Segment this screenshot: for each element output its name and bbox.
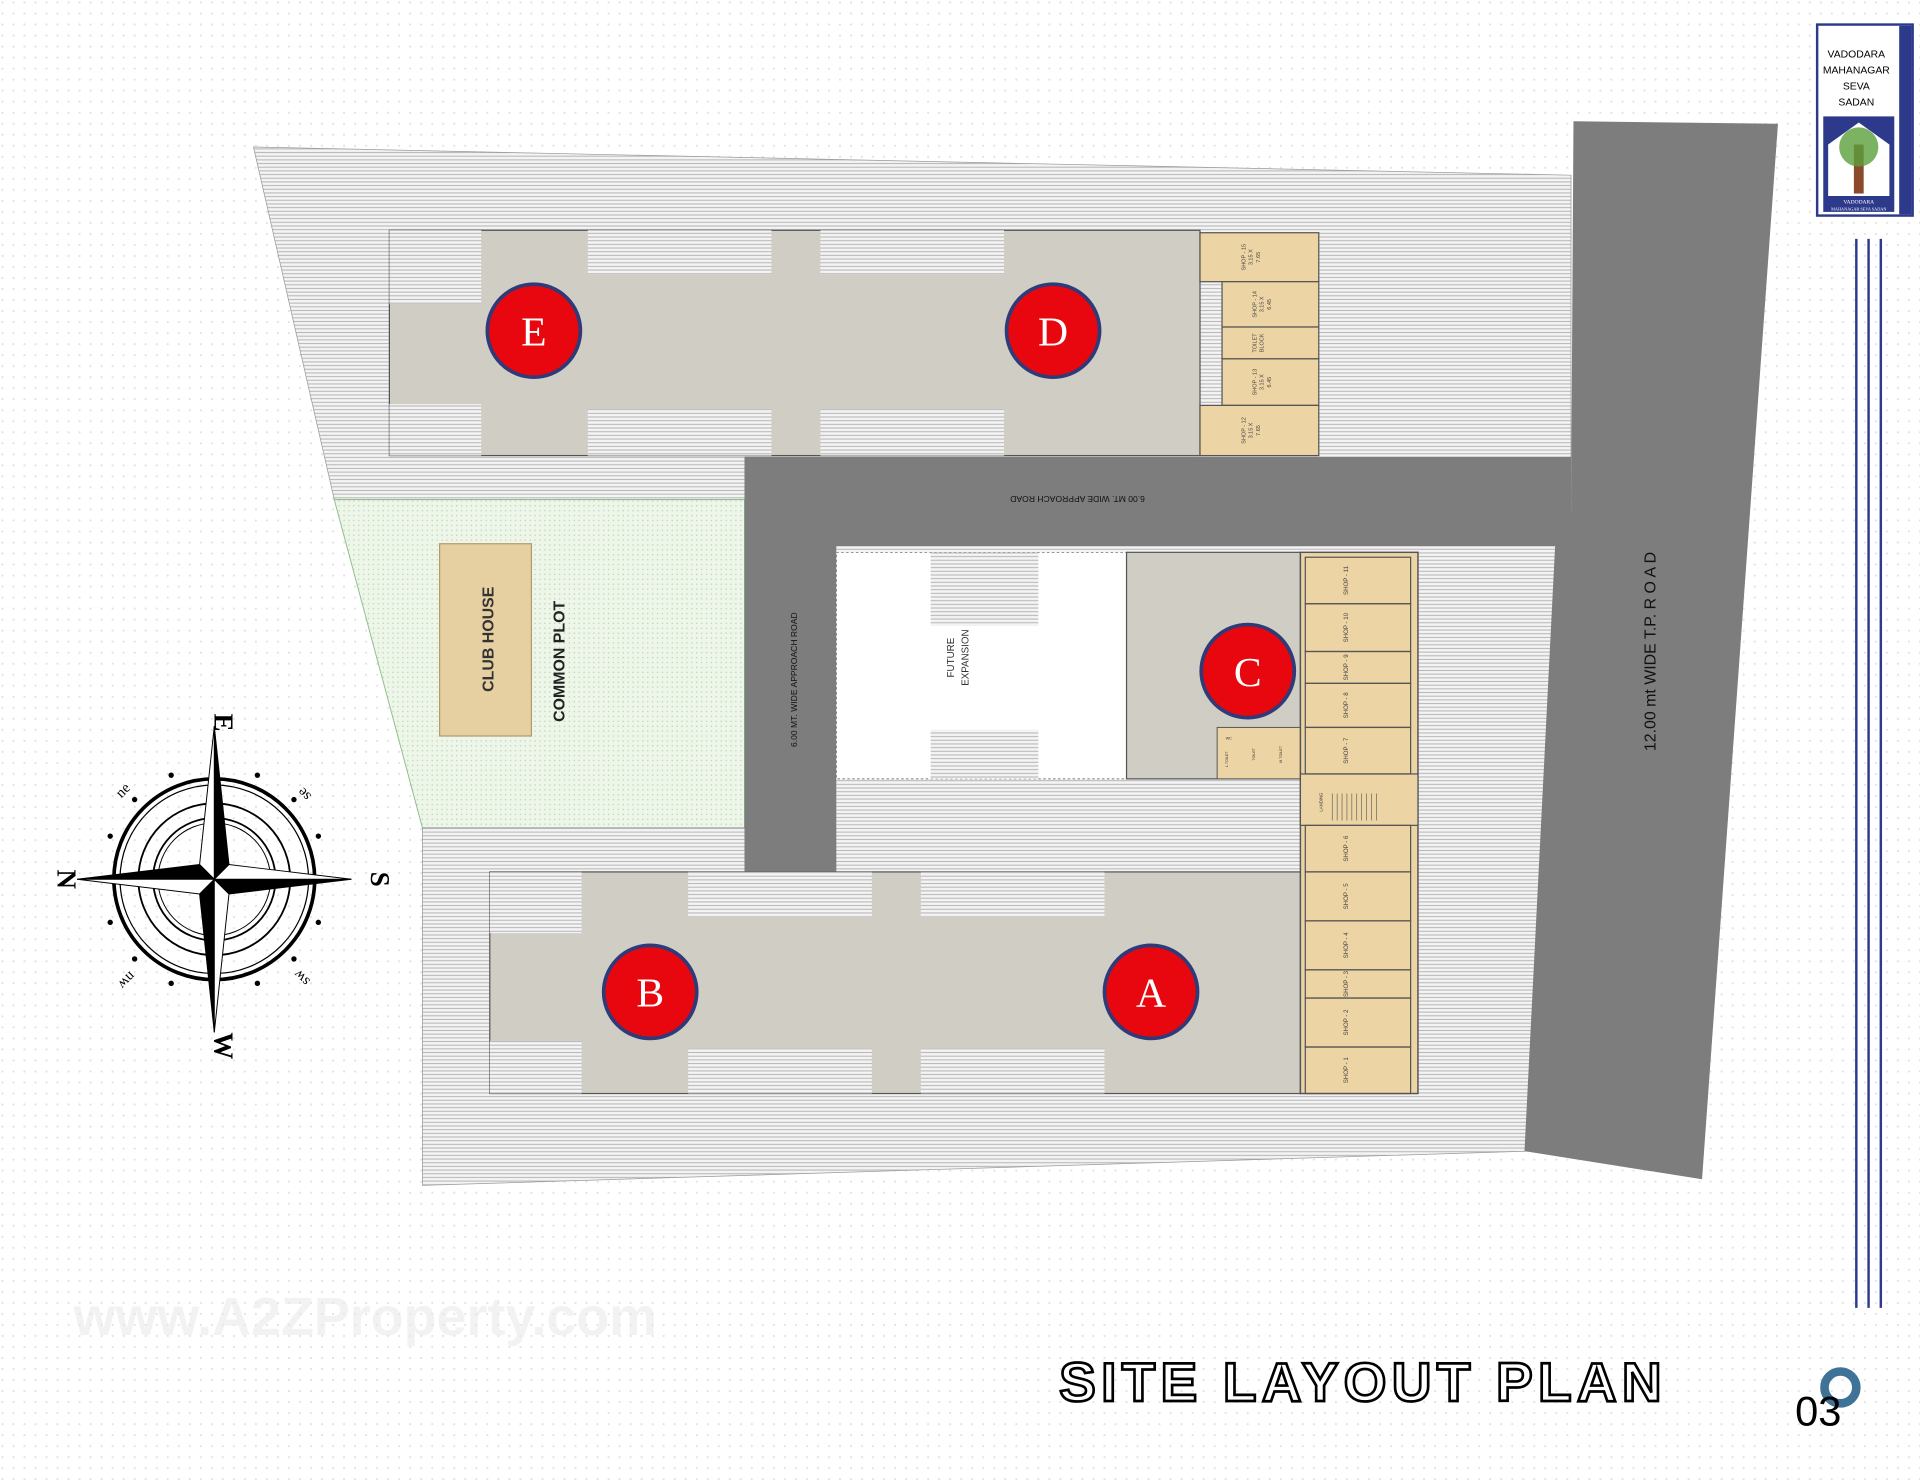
compass-e: E (208, 714, 238, 732)
top-shop-depth: 7.65 (1256, 252, 1262, 263)
compass-w: W (208, 1032, 238, 1059)
c-annex-label-2: TOILET (1252, 747, 1256, 760)
top-shop-size: 3.15 X (1260, 374, 1266, 390)
building-marker-b: B (601, 943, 699, 1041)
logo-line-1: VADODARA (1828, 50, 1886, 61)
logo-emblem-text-2: MAHANAGAR SEVA SADAN (1831, 207, 1886, 212)
logo-line-4: SADAN (1838, 97, 1874, 108)
right-shop-label: SHOP - 1 (1343, 1057, 1350, 1084)
right-shop-label: SHOP - 7 (1343, 737, 1350, 764)
building-marker-a: A (1102, 943, 1200, 1041)
c-annex-label-wc: WC (1226, 737, 1232, 741)
tp-road-label: 12.00 mt WIDE T.P. R O A D (1643, 552, 1660, 751)
top-shop-name: SHOP - 14 (1252, 291, 1258, 318)
top-shop-name: SHOP - 12 (1241, 417, 1247, 444)
c-annex (1216, 726, 1301, 780)
border-lines (1855, 238, 1883, 1308)
c-annex-label-3: M.TOILET (1279, 745, 1283, 763)
top-shop-size: 3.15 X (1249, 249, 1255, 265)
page-title: SITE LAYOUT PLAN (1059, 1351, 1668, 1413)
tp-road (1524, 121, 1778, 1180)
compass-n: N (52, 870, 82, 890)
landing-label: LANDING (1318, 793, 1323, 812)
top-shop-name: SHOP - 13 (1252, 369, 1258, 396)
watermark: www.A2ZProperty.com (72, 1287, 657, 1347)
building-marker-d: D (1004, 282, 1102, 380)
common-plot-label: COMMON PLOT (551, 600, 568, 721)
right-shop: SHOP - 7 (1304, 726, 1412, 775)
page-ring-icon (1820, 1367, 1861, 1408)
top-shop-size: BLOCK (1260, 333, 1266, 352)
future-expansion-label-1: FUTURE (946, 637, 957, 677)
future-expansion-label-2: EXPANSION (961, 629, 972, 685)
building-label: C (1234, 650, 1262, 696)
right-shop-label: SHOP - 9 (1343, 654, 1350, 681)
top-shop-name: TOILET (1252, 333, 1258, 353)
building-marker-e: E (485, 282, 583, 380)
right-shop-label: SHOP - 11 (1343, 565, 1350, 595)
approach-road (744, 456, 1572, 872)
right-shop-label: SHOP - 5 (1343, 883, 1350, 910)
right-shop-label: SHOP - 2 (1343, 1009, 1350, 1036)
right-shop-label: SHOP - 8 (1343, 692, 1350, 719)
compass-s: S (365, 872, 395, 887)
club-house (438, 543, 533, 737)
logo-line-2: MAHANAGAR (1823, 66, 1890, 77)
top-shop-depth: 7.65 (1256, 425, 1262, 436)
building-label: B (636, 971, 664, 1017)
logo-line-3: SEVA (1843, 81, 1870, 92)
top-shop-depth: 6.45 (1267, 377, 1273, 388)
top-shop-name: SHOP - 15 (1241, 244, 1247, 271)
stair-landing (1299, 773, 1419, 826)
approach-road-vertical-label: 6.00 MT. WIDE APPROACH ROAD (789, 612, 799, 747)
right-shop: SHOP - 1 (1304, 1046, 1412, 1095)
right-shop-label: SHOP - 10 (1343, 612, 1350, 642)
right-shop-label: SHOP - 6 (1343, 835, 1350, 862)
vmss-logo: VADODARA MAHANAGAR SEVA SADAN VADODARA M… (1815, 23, 1914, 217)
c-annex-label-1: L.TOILET (1225, 751, 1229, 768)
top-shop-size: 3.15 X (1249, 422, 1255, 438)
right-shop-label: SHOP - 3 (1343, 970, 1350, 997)
logo-emblem-text-1: VADODARA (1843, 199, 1874, 205)
right-shop-label: SHOP - 4 (1343, 932, 1350, 959)
building-marker-c: C (1199, 622, 1297, 720)
approach-road-horizontal-label: 6.00 MT. WIDE APPROACH ROAD (1010, 494, 1145, 504)
building-label: E (521, 309, 546, 355)
building-label: D (1038, 309, 1068, 355)
building-cutouts (389, 230, 1105, 1094)
building-label: A (1136, 971, 1166, 1017)
page-number: 03 (1795, 1387, 1841, 1434)
top-shop-size: 3.15 X (1260, 296, 1266, 312)
club-house-label: CLUB HOUSE (480, 587, 497, 692)
top-shop-depth: 6.45 (1267, 299, 1273, 310)
